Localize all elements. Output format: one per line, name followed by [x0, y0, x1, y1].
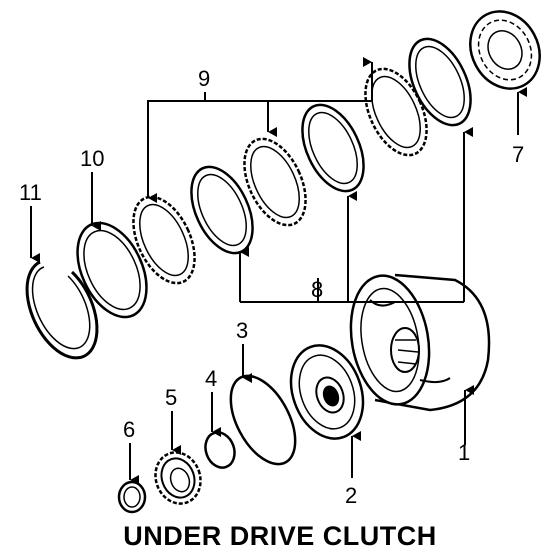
clutch-plate-1 — [408, 37, 472, 127]
callout-3: 3 — [236, 318, 248, 343]
part-5-retainer — [154, 451, 202, 505]
callout-10: 10 — [80, 146, 104, 171]
callout-5: 5 — [165, 385, 177, 410]
callout-8: 8 — [311, 277, 323, 302]
diagram-title: UNDER DRIVE CLUTCH — [123, 521, 437, 551]
part-6-ring — [117, 480, 147, 514]
part-4-seal — [204, 431, 236, 469]
clutch-disc-3 — [132, 195, 196, 285]
part-10-reaction-plate — [76, 221, 148, 319]
callout-9: 9 — [198, 66, 210, 91]
part-11-snap-ring — [25, 260, 99, 360]
clutch-disc-1 — [364, 67, 428, 157]
clutch-disc-2 — [243, 137, 307, 227]
part-3-seal — [229, 374, 297, 466]
callout-1: 1 — [458, 440, 470, 465]
leader-lines — [30, 57, 527, 485]
part-7-plate — [469, 10, 541, 90]
callout-4: 4 — [205, 366, 217, 391]
callout-7: 7 — [512, 142, 524, 167]
clutch-plate-2 — [301, 103, 365, 193]
callout-11: 11 — [19, 180, 42, 205]
part-2-piston — [289, 344, 365, 440]
callout-2: 2 — [345, 483, 357, 508]
callout-6: 6 — [123, 417, 135, 442]
part-1-clutch-hub — [349, 273, 491, 412]
